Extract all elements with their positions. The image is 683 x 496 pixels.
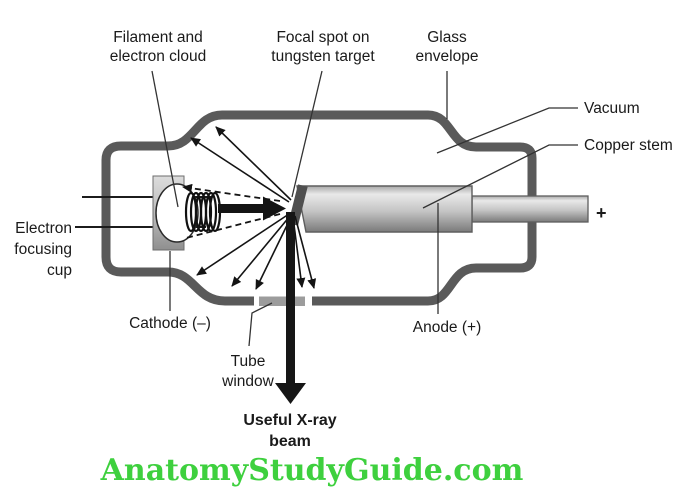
- copper-stem: [471, 195, 589, 223]
- label-useful-beam-line1: Useful X-ray: [243, 412, 336, 429]
- filament-coil: [184, 191, 222, 233]
- label-vacuum: Vacuum: [584, 100, 640, 117]
- label-useful-beam-line2: beam: [269, 433, 311, 450]
- label-copper-stem: Copper stem: [584, 137, 673, 154]
- tube-window-leader: [248, 302, 273, 347]
- label-anode: Anode (+): [413, 319, 482, 336]
- electron-beam-arrow: [218, 196, 286, 221]
- xray-scatter-arrow: [231, 215, 291, 287]
- xray-scatter-arrow: [255, 216, 292, 290]
- label-filament-line2: electron cloud: [110, 48, 207, 65]
- label-filament-line1: Filament and: [113, 29, 203, 46]
- anode-cylinder: [296, 185, 473, 233]
- xray-scatter-arrow: [196, 213, 290, 276]
- xray-scatter-arrow: [215, 126, 292, 201]
- electron-cloud-dashed-top: [182, 183, 281, 202]
- label-cathode: Cathode (–): [129, 315, 211, 332]
- copper-stem-leader: [422, 144, 578, 209]
- label-focusing-cup-line2: focusing: [14, 241, 72, 258]
- tube-window: [259, 296, 305, 306]
- focal-spot-leader: [291, 70, 323, 198]
- label-glass-envelope-line2: envelope: [416, 48, 479, 65]
- label-focusing-cup-line1: Electron: [15, 220, 72, 237]
- label-glass-envelope-line1: Glass: [427, 29, 467, 46]
- useful-xray-beam-arrow: [275, 212, 306, 404]
- filament-leader: [151, 70, 179, 208]
- label-focal-spot-line1: Focal spot on: [276, 29, 369, 46]
- label-tube-window-line1: Tube: [231, 353, 266, 370]
- label-focusing-cup-line3: cup: [47, 262, 72, 279]
- watermark-text: AnatomyStudyGuide.com: [100, 453, 524, 488]
- anode-polarity-sign: +: [596, 203, 607, 223]
- leader-lines: [151, 70, 578, 347]
- vacuum-leader: [436, 107, 578, 154]
- glass-envelope-outline: [101, 110, 537, 306]
- label-tube-window-line2: window: [221, 373, 274, 390]
- electron-cloud-dashed-bottom: [185, 213, 281, 239]
- xray-scatter-arrow: [294, 215, 317, 289]
- xray-scatter-arrow: [190, 137, 290, 203]
- label-focal-spot-line2: tungsten target: [271, 48, 375, 65]
